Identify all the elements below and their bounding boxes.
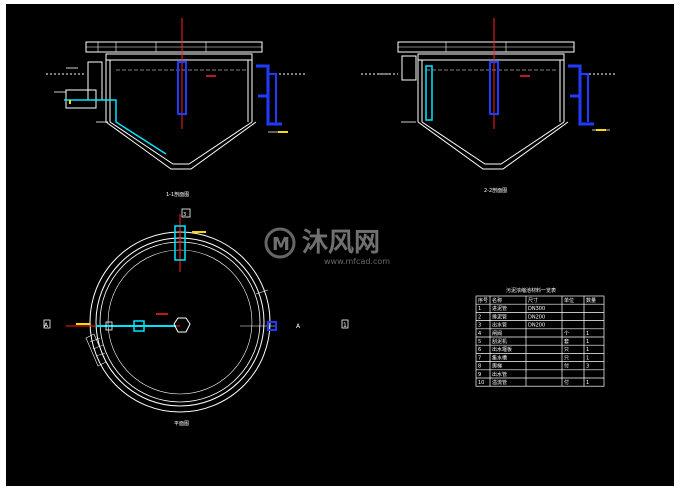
brand-logo-icon [264,227,296,259]
stair-ladder [85,333,107,367]
table-cell: 排泥管 [492,313,507,320]
section-2-2 [361,41,616,170]
table-cell: 爬梯 [492,363,502,370]
table-cell: 1 [586,331,589,337]
marker-a-right: A [296,323,301,330]
table-cell: 10 [478,380,484,386]
cad-drawing-canvas: 1-1剖面图 2-2剖面图 [6,4,674,486]
table-cell: 只 [564,355,569,361]
tank-top-slab [105,53,253,61]
table-header-cell: 数量 [586,297,596,304]
section-1-pipes [64,18,288,155]
marker-3: 3 [183,212,186,218]
sludge-pipe [64,99,167,155]
table-cell: 1 [478,306,481,312]
table-cell: 出水管 [492,371,507,378]
watermark-url: www.mfcad.com [324,257,390,266]
table-header-cell: 尺寸 [528,297,538,304]
table-cell: 出水管 [492,322,507,329]
table-cell: 集水槽 [492,354,507,361]
table-cell: 付 [564,363,569,370]
table-header-cell: 单位 [564,297,574,304]
table-cell: 3 [478,323,481,329]
hopper-outline [105,121,257,170]
svg-text:M: M [272,234,290,255]
table-cell: 2 [478,314,481,320]
table-cell: 8 [478,364,481,370]
table-cell: 进泥管 [492,305,507,312]
table-cell: 4 [478,331,481,337]
watermark: M 沐风网 www.mfcad.com [264,227,390,266]
table-cell: DN300 [528,306,545,312]
table-cell: 1 [586,355,589,361]
table-cell: 个 [564,331,569,337]
table-cell: 出水堰板 [492,346,512,353]
table-cell: 1 [586,347,589,353]
center-drive [173,317,191,333]
table-cell: DN200 [528,323,545,329]
table-cell: 闸阀 [492,330,502,337]
marker-1: 1 [343,322,347,329]
table-cell: 付 [564,379,569,386]
section-1-1 [46,41,306,170]
marker-a-left: A [44,322,49,329]
plan-label: 平面图 [174,421,189,427]
table-header-cell: 名称 [492,297,502,304]
table-title: 污泥浓缩池材料一览表 [506,287,556,294]
plan-view [43,208,349,413]
table-header-cell: 序号 [478,297,488,304]
table-cell: 溢流管 [492,379,507,386]
center-pipe [177,61,187,115]
hopper-outline-2 [417,121,569,170]
section-2-2-label: 2-2剖面图 [484,187,507,194]
cad-drawing: 1-1剖面图 2-2剖面图 [43,18,616,427]
table-cell: 7 [478,355,481,361]
table-cell: 9 [478,372,481,378]
table-cell: 只 [564,347,569,353]
table-cell: 6 [478,347,481,353]
plan-inlet-pipe [174,225,186,261]
section-2-pipes [425,18,606,131]
table-cell: 1 [586,339,589,345]
table-cell: 套 [564,338,569,345]
table-cell: 5 [478,339,481,345]
table-cell: DN200 [528,314,545,320]
table-cell: 1 [586,380,589,386]
table-cell: 刮泥机 [492,338,507,345]
watermark-brand: 沐风网 [302,228,380,258]
section-1-1-label: 1-1剖面图 [166,191,189,198]
material-table: 污泥浓缩池材料一览表 序号名称 尺寸 单位 数量 1 进泥管 DN300 2 排泥管 DN200 3… [475,287,605,387]
table-cell: 3 [586,364,589,370]
